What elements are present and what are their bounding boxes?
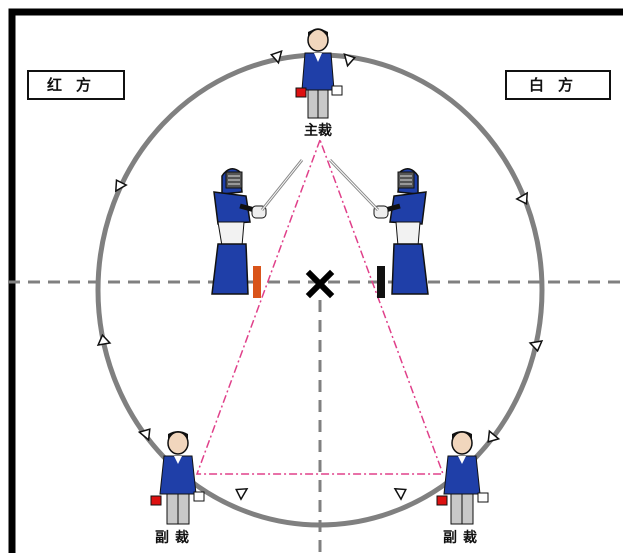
court-boundary	[8, 8, 623, 553]
triangle-arrow-icon	[96, 333, 112, 347]
x-mark-icon	[305, 269, 335, 299]
triangle-arrow-icon	[235, 487, 249, 501]
red-flag-icon	[436, 495, 448, 506]
sub-referee-left-caption: 副裁	[155, 530, 195, 546]
triangle-arrow-icon	[137, 428, 151, 442]
triangle-arrow-icon	[343, 53, 356, 68]
triangle-arrow-icon	[114, 179, 128, 193]
chief-referee-figure	[295, 28, 343, 119]
triangle-arrow-icon	[270, 50, 283, 65]
white-competitor-figure	[328, 158, 429, 295]
red-competitor-figure	[211, 159, 304, 295]
red-flag-icon	[295, 87, 307, 98]
red-start-line	[253, 266, 261, 298]
sub-referee-left-figure	[150, 431, 205, 525]
white-start-line	[377, 266, 385, 298]
white-flag-icon	[477, 492, 489, 503]
triangle-arrow-icon	[515, 191, 529, 205]
red-flag-icon	[150, 495, 162, 506]
triangle-arrow-icon	[528, 339, 544, 353]
white-flag-icon	[331, 85, 343, 96]
triangle-arrow-icon	[393, 487, 407, 501]
chief-referee-caption: 主裁	[304, 123, 332, 139]
white-flag-icon	[193, 491, 205, 502]
referee-sightline-triangle	[195, 137, 445, 475]
sub-referee-right-caption: 副裁	[443, 530, 483, 546]
movement-arrows	[96, 50, 544, 501]
triangle-arrow-icon	[487, 429, 501, 443]
white-side-label: 白方	[505, 70, 611, 100]
red-side-label: 红方	[27, 70, 125, 100]
sub-referee-right-figure	[436, 431, 489, 525]
